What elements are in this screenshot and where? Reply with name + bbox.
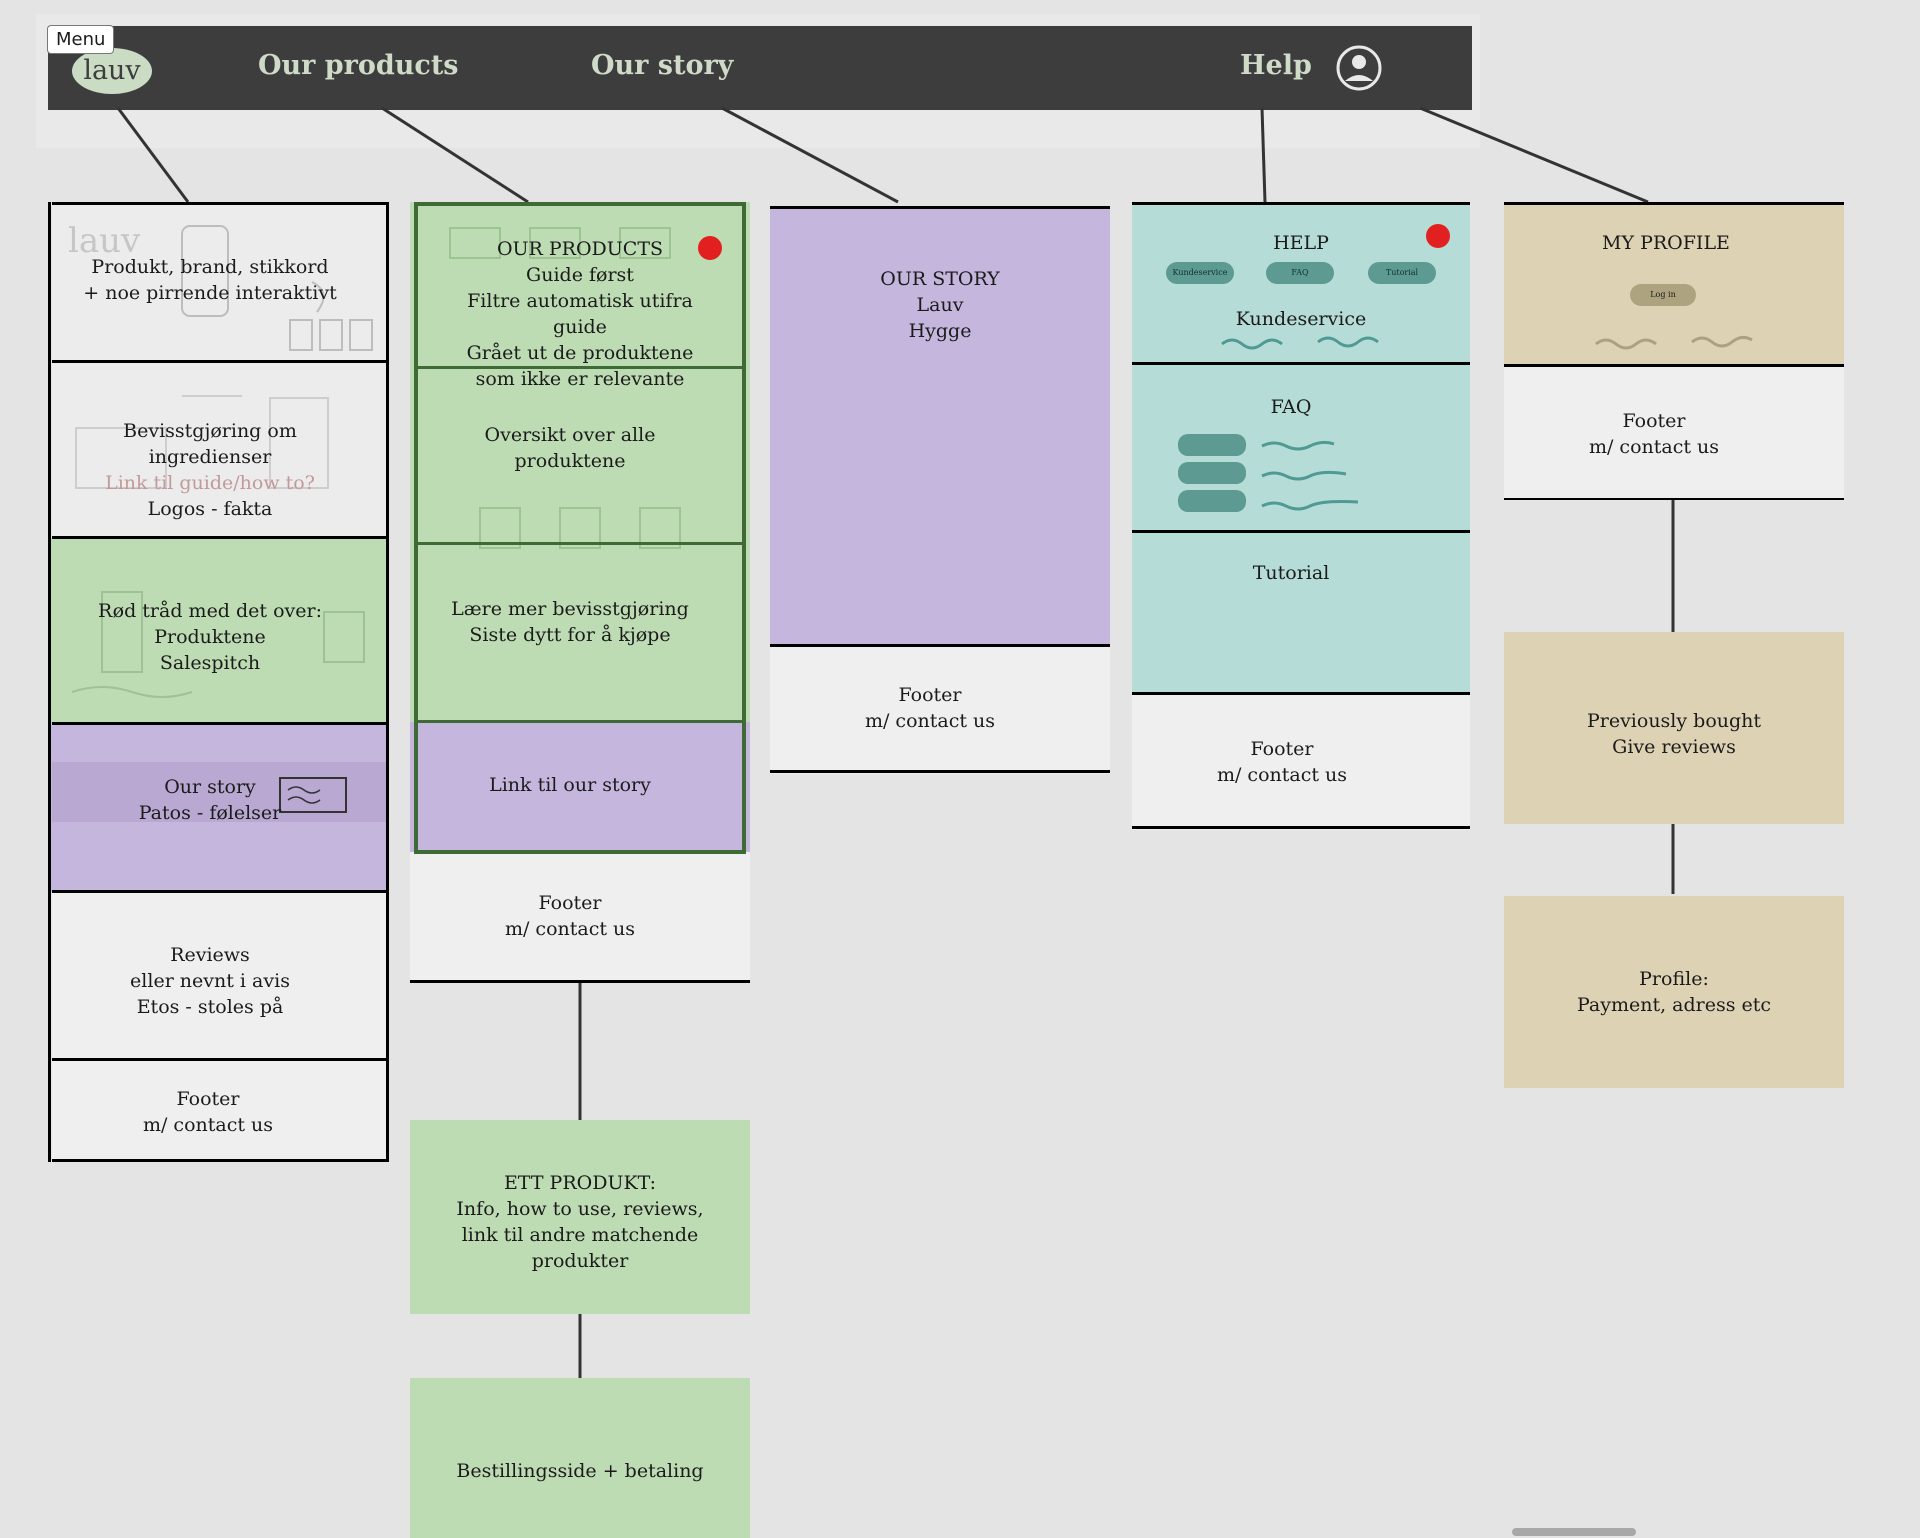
divider <box>1132 692 1470 695</box>
home-guide-link[interactable]: Link til guide/how to? <box>105 472 315 494</box>
home-hero-section <box>52 202 388 362</box>
home-products-text: Rød tråd med det over: Produktene Salesp… <box>98 600 322 674</box>
help-footer-text: Footer m/ contact us <box>1216 738 1348 786</box>
home-products-section <box>48 538 388 724</box>
story-footer <box>770 646 1110 774</box>
help-pill-faq[interactable]: FAQ <box>1266 262 1334 284</box>
help-tutorial-label: Tutorial <box>1252 562 1330 584</box>
divider <box>770 770 1110 773</box>
nav-link-our-products[interactable]: Our products <box>258 50 459 81</box>
profile-footer-text: Footer m/ contact us <box>1588 410 1720 458</box>
divider <box>52 722 388 725</box>
products-learn-text: Lære mer bevisstgjøring Siste dytt for å… <box>451 598 689 646</box>
divider <box>414 366 746 369</box>
nav-link-our-story[interactable]: Our story <box>591 50 734 81</box>
home-products-sketch <box>71 591 365 698</box>
profile-details-text: Profile: Payment, adress etc <box>1576 968 1772 1016</box>
products-story-section <box>410 722 750 852</box>
divider <box>52 1058 388 1061</box>
story-main-section <box>770 206 1110 646</box>
profile-footer <box>1504 366 1844 500</box>
home-logos-text: Logos - fakta <box>147 498 273 520</box>
divider <box>414 542 746 545</box>
home-story-text: Our story Patos - følelser <box>138 776 282 824</box>
menu-tab[interactable]: Menu <box>47 25 115 54</box>
divider <box>1132 362 1470 365</box>
profile-column: MY PROFILE Log in Footer m/ contact us <box>1504 202 1844 500</box>
checkout-text: Bestillingsside + betaling <box>456 1460 704 1482</box>
faq-item-bar <box>1178 490 1246 512</box>
logo[interactable]: lauv <box>72 48 152 94</box>
products-green-area <box>410 202 750 722</box>
divider <box>1132 202 1470 205</box>
divider <box>1504 202 1844 205</box>
scrollbar-thumb[interactable] <box>1512 1528 1636 1536</box>
products-overview-text: Oversikt over alle produktene <box>484 424 656 472</box>
user-profile-icon[interactable] <box>1334 45 1384 91</box>
top-nav-bar: lauv Our products Our story Help <box>48 26 1472 110</box>
help-pill-kundeservice[interactable]: Kundeservice <box>1166 262 1234 284</box>
previously-bought-text: Previously bought Give reviews <box>1586 710 1762 758</box>
previously-bought-page: Previously bought Give reviews <box>1504 632 1844 824</box>
squiggle-lines <box>1595 335 1753 350</box>
border-left <box>48 202 51 1162</box>
home-reviews-section <box>52 892 388 1060</box>
checkout-page: Bestillingsside + betaling <box>410 1378 750 1538</box>
home-footer <box>52 1060 388 1162</box>
home-reviews-text: Reviews eller nevnt i avis Etos - stoles… <box>130 944 290 1018</box>
profile-title: MY PROFILE <box>1602 232 1730 254</box>
products-footer-text: Footer m/ contact us <box>504 892 636 940</box>
squiggle-lines <box>1221 336 1379 350</box>
single-product-text: ETT PRODUKT: Info, how to use, reviews, … <box>456 1172 704 1272</box>
products-guide-text: OUR PRODUCTS Guide først Filtre automati… <box>466 238 694 390</box>
divider <box>52 1159 388 1162</box>
login-button[interactable]: Log in <box>1630 284 1696 306</box>
faq-item-bar <box>1178 462 1246 484</box>
story-column: OUR STORY Lauv Hygge Footer m/ contact u… <box>770 206 1110 774</box>
divider <box>414 720 746 723</box>
story-text: OUR STORY Lauv Hygge <box>880 268 1000 342</box>
divider <box>52 890 388 893</box>
help-faq-label: FAQ <box>1270 396 1312 418</box>
divider <box>1504 498 1844 500</box>
faq-squiggles <box>1261 440 1359 511</box>
divider <box>1132 530 1470 533</box>
svg-text:lauv: lauv <box>68 221 141 261</box>
divider <box>52 536 388 539</box>
help-title: HELP <box>1273 232 1329 254</box>
home-section-1-text: Produkt, brand, stikkord + noe pirrende … <box>83 256 337 304</box>
home-hero-sketch: lauv <box>68 221 373 351</box>
border-right <box>386 202 389 1162</box>
story-footer-text: Footer m/ contact us <box>864 684 996 732</box>
products-footer <box>410 852 750 982</box>
home-ingredients-section <box>52 362 388 538</box>
help-pill-tutorial[interactable]: Tutorial <box>1368 262 1436 284</box>
divider <box>52 360 388 363</box>
faq-item-bar <box>1178 434 1246 456</box>
home-ingredients-sketch <box>75 395 329 489</box>
homepage-column: lauv Produkt, brand, stikkord + noe pirr… <box>48 202 389 1162</box>
divider <box>1132 826 1470 829</box>
help-footer <box>1132 694 1470 830</box>
products-story-link[interactable]: Link til our story <box>489 774 651 796</box>
profile-details-page: Profile: Payment, adress etc <box>1504 896 1844 1088</box>
divider <box>410 980 750 983</box>
help-kundeservice-label: Kundeservice <box>1235 308 1367 330</box>
single-product-page: ETT PRODUKT: Info, how to use, reviews, … <box>410 1120 750 1314</box>
divider <box>52 202 388 205</box>
help-column: HELP Kundeservice FAQ Tutorial Kundeserv… <box>1132 202 1470 830</box>
products-frame <box>414 202 746 854</box>
envelope-sketch-icon <box>279 777 347 813</box>
nav-link-help[interactable]: Help <box>1240 50 1312 81</box>
divider <box>770 206 1110 209</box>
home-ingredients-text: Bevisstgjøring om ingredienser <box>123 420 297 468</box>
home-footer-text: Footer m/ contact us <box>142 1088 274 1136</box>
notification-dot <box>1426 224 1450 248</box>
divider <box>1504 364 1844 367</box>
products-column: OUR PRODUCTS Guide først Filtre automati… <box>410 202 750 983</box>
divider <box>770 644 1110 647</box>
notification-dot <box>698 236 722 260</box>
products-sketch <box>449 227 681 549</box>
